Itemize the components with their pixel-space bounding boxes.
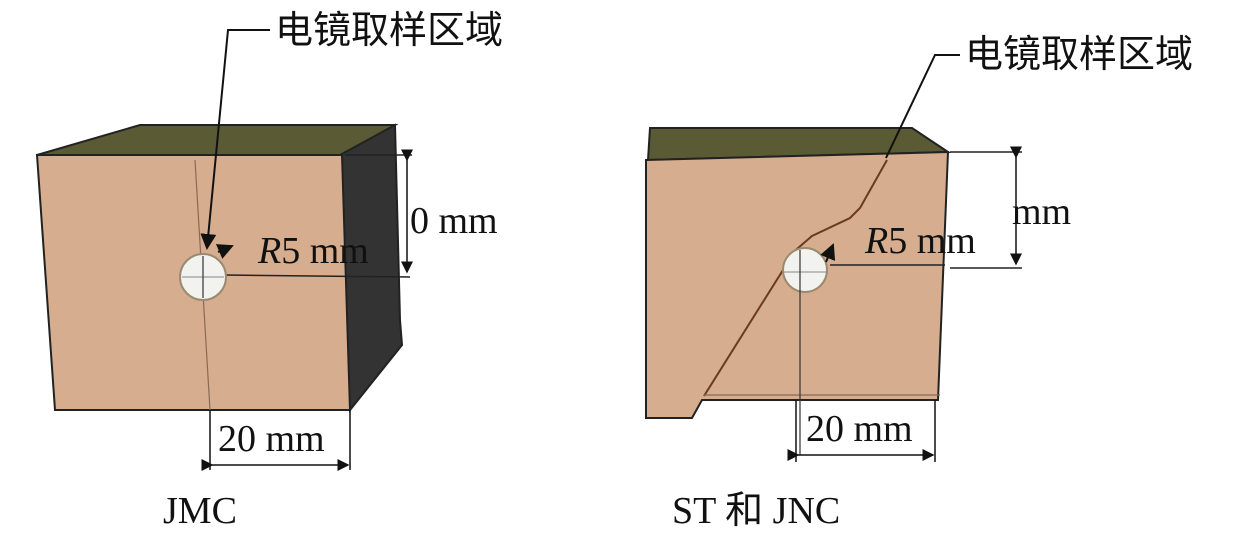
radius-symbol: R xyxy=(258,230,282,272)
radius-value: 5 mm xyxy=(281,230,369,272)
st-jnc-specimen xyxy=(645,54,1022,462)
st-caption: ST 和 JNC xyxy=(672,490,841,532)
jmc-specimen xyxy=(35,29,413,471)
st-width-dimension: 20 mm xyxy=(806,408,913,450)
jmc-radius-label: R5 mm xyxy=(258,232,369,270)
st-height-dimension: mm xyxy=(1012,191,1072,233)
jmc-callout-label: 电镜取样区域 xyxy=(275,10,504,52)
st-callout-label: 电镜取样区域 xyxy=(965,34,1194,76)
jmc-height-dimension: 0 mm xyxy=(410,200,498,242)
st-callout-leader xyxy=(885,54,960,159)
jmc-caption: JMC xyxy=(163,490,237,532)
radius-symbol: R xyxy=(865,220,889,262)
jmc-callout-leader xyxy=(200,29,270,250)
jmc-width-dimension: 20 mm xyxy=(218,418,325,460)
st-sample-hole xyxy=(782,247,828,293)
st-radius-label: R5 mm xyxy=(865,222,976,260)
radius-value: 5 mm xyxy=(888,220,976,262)
